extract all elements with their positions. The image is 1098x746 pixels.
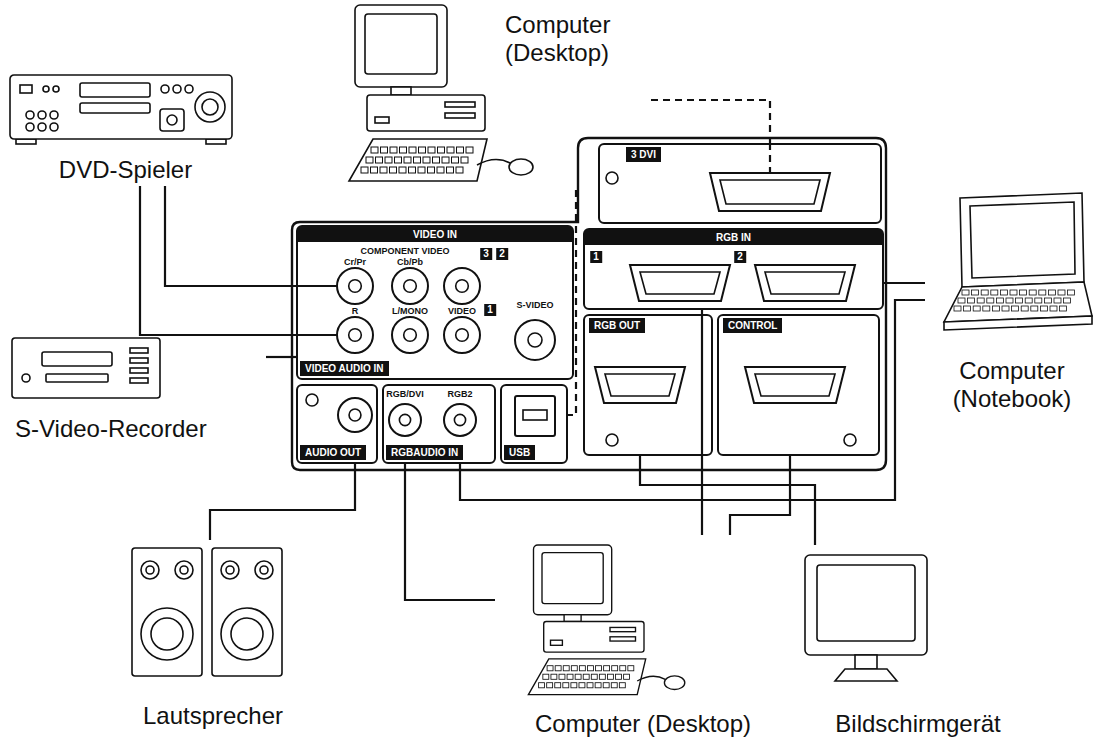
d-sub-port (630, 265, 730, 301)
notebook-icon (944, 193, 1092, 330)
cable (651, 100, 770, 143)
speaker-icon (132, 548, 202, 676)
jack-label: COMPONENT VIDEO (360, 246, 449, 256)
cable (640, 456, 815, 545)
section-label: 3 DVI (626, 147, 661, 162)
panel-section: AUDIO OUT (296, 384, 378, 464)
device-label: Computer (Notebook) (925, 357, 1098, 413)
d-sub-port (710, 173, 830, 211)
jack-label: R (352, 306, 359, 316)
device-label: Bildschirmgerät (795, 710, 1041, 738)
desktop-computer-icon (528, 545, 684, 695)
d-sub-port (595, 367, 685, 403)
device-label: DVD-Spieler (5, 156, 246, 184)
jack-label: RGB2 (447, 389, 472, 399)
jack-label: L/MONO (392, 306, 428, 316)
cable (730, 456, 790, 535)
cable (460, 300, 925, 500)
cable (568, 190, 576, 415)
device: DVD-Spieler (5, 68, 246, 186)
section-label: CONTROL (723, 318, 782, 333)
section-label: VIDEO AUDIO IN (300, 361, 389, 376)
device-label: Lautsprecher (120, 702, 306, 730)
cable (884, 282, 925, 284)
section-label: VIDEO IN (298, 227, 572, 242)
panel-section: RGB IN (583, 228, 884, 310)
d-sub-port (745, 367, 845, 403)
jack-label: S-VIDEO (516, 300, 553, 310)
jack (392, 317, 428, 353)
section-label: RGB OUT (589, 318, 645, 333)
device: Computer (Desktop) (495, 535, 791, 740)
jack-label: Cr/Pr (344, 257, 366, 267)
monitor-icon (805, 555, 927, 681)
screw (306, 394, 318, 406)
jack (444, 268, 480, 304)
jack (337, 317, 373, 353)
cable (266, 356, 296, 358)
jack (444, 404, 476, 436)
input-number: 2 (496, 248, 508, 260)
jack (444, 317, 480, 353)
input-number: 1 (484, 304, 496, 316)
device: Computer (Notebook) (925, 185, 1098, 415)
dvd-player-icon (10, 75, 232, 144)
jack (338, 398, 372, 432)
input-number: 1 (590, 251, 602, 263)
section-label: USB (504, 445, 535, 460)
cable (405, 464, 495, 600)
jack (337, 268, 373, 304)
screw (606, 434, 618, 446)
panel-section: RGB OUT (583, 314, 713, 456)
panel-section: CONTROL (717, 314, 880, 456)
section-label: RGB IN (585, 230, 882, 245)
input-number: 2 (734, 251, 746, 263)
screw (844, 434, 856, 446)
screw (606, 172, 618, 184)
jack (515, 320, 555, 360)
s-video-recorder-icon (12, 338, 160, 398)
d-sub-port (755, 265, 855, 301)
device-label: Computer (Desktop) (505, 11, 645, 67)
device: Bildschirmgerät (795, 545, 1041, 740)
jack-label: VIDEO (448, 306, 476, 316)
device-label: Computer (Desktop) (495, 710, 791, 738)
device: Computer (Desktop) (340, 5, 651, 190)
device: Lautsprecher (120, 540, 306, 732)
device-label: S-Video-Recorder (15, 415, 266, 443)
usb-port (515, 396, 555, 436)
section-label: RGBAUDIO IN (386, 445, 463, 460)
cable (140, 186, 296, 335)
speaker-icon (212, 548, 282, 676)
device: S-Video-Recorder (5, 325, 266, 445)
input-number: 3 (480, 248, 492, 260)
section-label: AUDIO OUT (300, 445, 366, 460)
jack-label: RGB/DVI (386, 389, 424, 399)
jack (389, 404, 421, 436)
jack (392, 268, 428, 304)
cable (701, 310, 703, 535)
panel-section: USB (500, 384, 568, 464)
cable (165, 186, 296, 286)
panel-housing (292, 138, 886, 470)
cable (210, 464, 355, 540)
panel-section: 3 DVI (598, 143, 882, 224)
jack-label: Cb/Pb (397, 257, 423, 267)
